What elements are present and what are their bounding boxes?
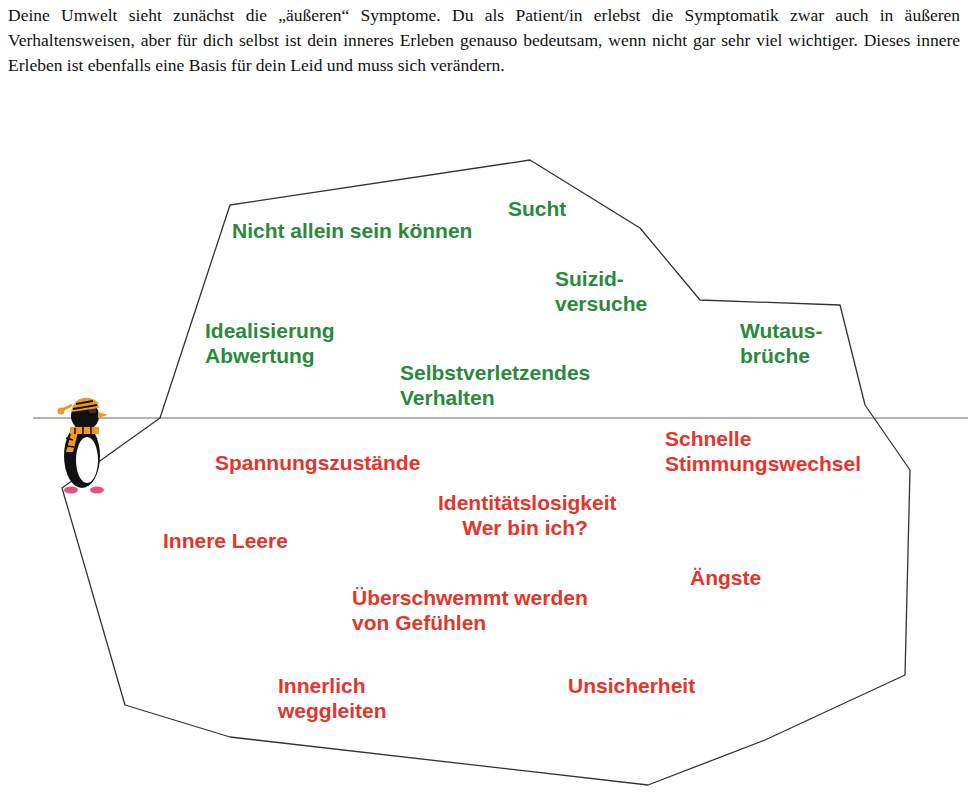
- scarf: [70, 427, 99, 434]
- penguin: [58, 398, 109, 494]
- scarf-stripes: [75, 427, 91, 434]
- symptom-label: Suizid- versuche: [555, 266, 647, 316]
- penguin-body: [64, 424, 100, 488]
- symptom-label: Identitätslosigkeit: [438, 490, 617, 515]
- symptom-label: Ängste: [690, 565, 761, 590]
- symptom-label: Überschwemmt werden von Gefühlen: [352, 585, 614, 635]
- hat-stripes: [73, 401, 97, 409]
- symptom-label: Unsicherheit: [568, 673, 695, 698]
- hat-pompom: [58, 408, 65, 415]
- symptom-label: Selbstverletzendes Verhalten: [400, 360, 590, 410]
- symptom-label: Sucht: [508, 196, 566, 221]
- water-line: [33, 417, 968, 419]
- scarf-tail: [66, 430, 78, 452]
- hat: [71, 398, 99, 412]
- symptom-label: Innere Leere: [163, 528, 288, 553]
- penguin-belly: [76, 437, 98, 483]
- symptom-label: Nicht allein sein können: [232, 218, 472, 243]
- penguin-foot: [64, 487, 78, 494]
- symptom-label: Idealisierung Abwertung: [205, 318, 335, 368]
- symptom-label: Wutaus- brüche: [740, 318, 822, 368]
- symptom-label: Innerlich weggleiten: [278, 673, 387, 723]
- intro-paragraph: Deine Umwelt sieht zunächst die „äußeren…: [8, 3, 960, 78]
- penguin-beak: [98, 412, 108, 418]
- symptom-label: Schnelle Stimmungswechsel: [665, 426, 861, 476]
- iceberg: Nicht allein sein können SuchtSuizid- ver…: [40, 150, 930, 795]
- symptom-label: Wer bin ich?: [462, 515, 588, 540]
- penguin-foot: [90, 487, 104, 494]
- iceberg-shape: [62, 160, 910, 785]
- symptom-label: Spannungszustände: [215, 450, 420, 475]
- scarf-stripes: [66, 438, 74, 447]
